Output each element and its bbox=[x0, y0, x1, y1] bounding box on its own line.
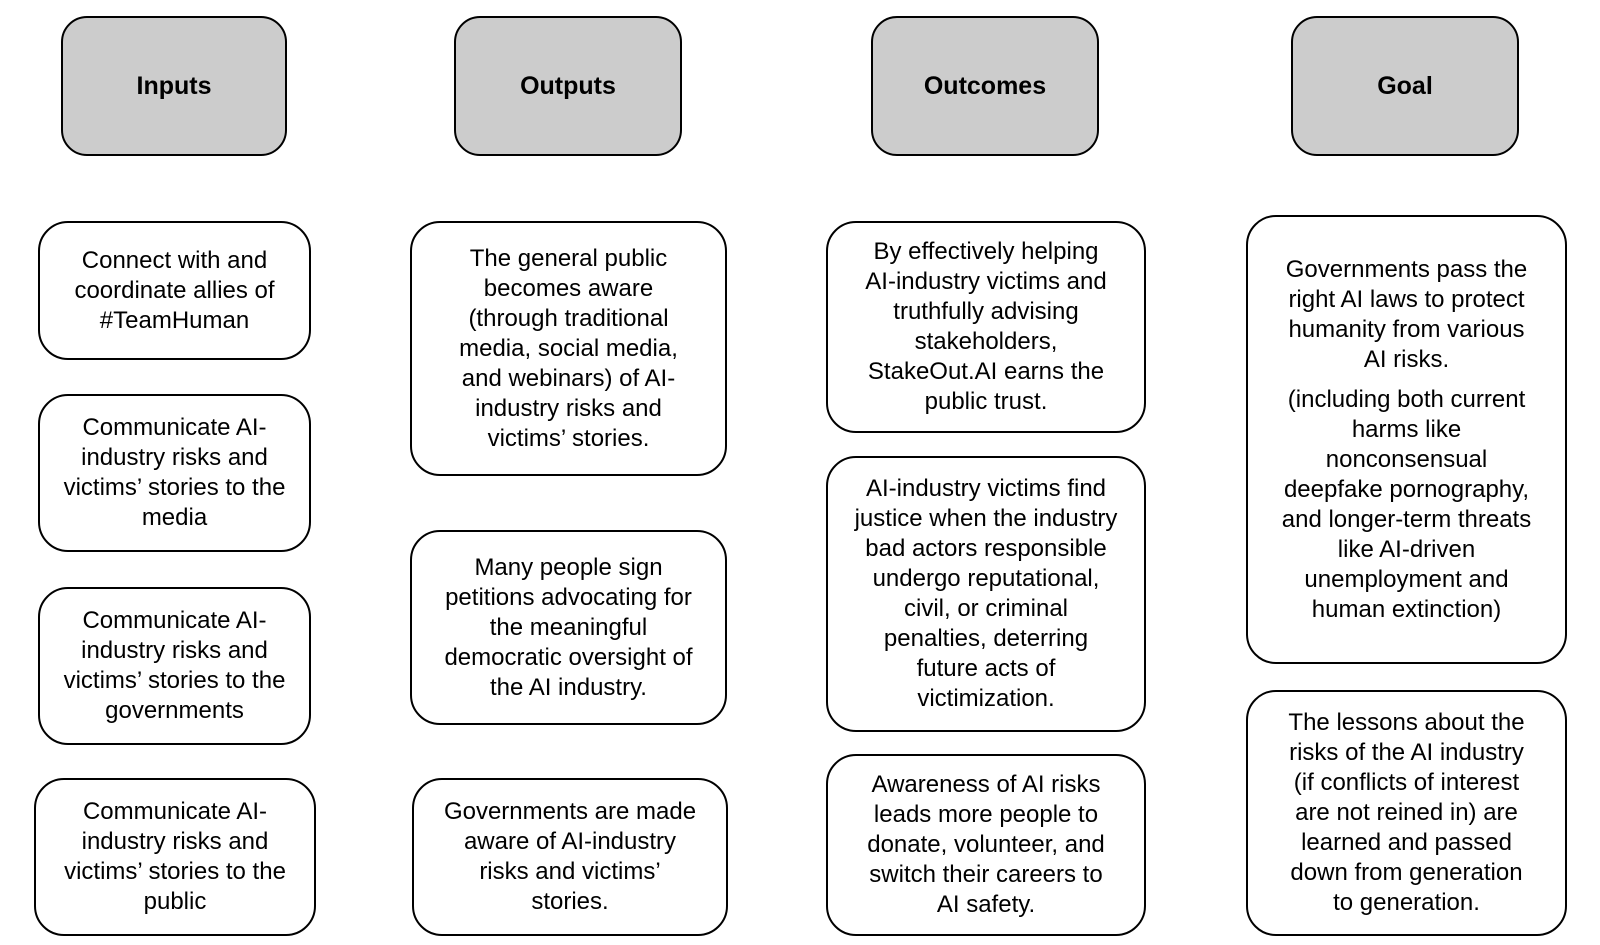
input-card-media: Communicate AI-industry risks and victim… bbox=[38, 394, 311, 552]
goal-card-lessons: The lessons about the risks of the AI in… bbox=[1246, 690, 1567, 936]
output-card-petitions-text: Many people sign petitions advocating fo… bbox=[444, 553, 693, 701]
output-card-petitions: Many people sign petitions advocating fo… bbox=[410, 530, 727, 725]
header-goal-label: Goal bbox=[1377, 71, 1433, 100]
header-goal: Goal bbox=[1291, 16, 1519, 156]
input-card-media-text: Communicate AI-industry risks and victim… bbox=[63, 414, 286, 531]
input-card-connect-text: Connect with and coordinate allies of #T… bbox=[74, 246, 275, 334]
outcome-card-trust: By effectively helping AI-industry victi… bbox=[826, 221, 1146, 433]
goal-card-laws: Governments pass the right AI laws to pr… bbox=[1246, 215, 1567, 664]
input-card-connect: Connect with and coordinate allies of #T… bbox=[38, 221, 311, 360]
header-outcomes-label: Outcomes bbox=[923, 71, 1047, 100]
outcome-card-awareness: Awareness of AI risks leads more people … bbox=[826, 754, 1146, 936]
header-inputs: Inputs bbox=[61, 16, 287, 156]
output-card-aware-text: The general public becomes aware (throug… bbox=[459, 244, 678, 452]
header-inputs-label: Inputs bbox=[136, 71, 212, 100]
goal-card-laws-detail: (including both current harms like nonco… bbox=[1281, 385, 1532, 623]
outcome-card-justice-text: AI-industry victims find justice when th… bbox=[854, 475, 1118, 712]
outcome-card-trust-text: By effectively helping AI-industry victi… bbox=[865, 238, 1107, 415]
output-card-governments-text: Governments are made aware of AI-industr… bbox=[443, 798, 697, 915]
input-card-public-text: Communicate AI-industry risks and victim… bbox=[64, 798, 286, 915]
header-outputs: Outputs bbox=[454, 16, 682, 156]
output-card-aware: The general public becomes aware (throug… bbox=[410, 221, 727, 476]
input-card-public: Communicate AI-industry risks and victim… bbox=[34, 778, 316, 936]
input-card-governments: Communicate AI-industry risks and victim… bbox=[38, 587, 311, 745]
header-outputs-label: Outputs bbox=[520, 71, 616, 100]
outcome-card-justice: AI-industry victims find justice when th… bbox=[826, 456, 1146, 732]
output-card-governments: Governments are made aware of AI-industr… bbox=[412, 778, 728, 936]
header-outcomes: Outcomes bbox=[871, 16, 1099, 156]
input-card-governments-text: Communicate AI-industry risks and victim… bbox=[63, 607, 286, 724]
goal-card-laws-text: Governments pass the right AI laws to pr… bbox=[1285, 255, 1528, 373]
outcome-card-awareness-text: Awareness of AI risks leads more people … bbox=[867, 771, 1105, 918]
goal-card-lessons-text: The lessons about the risks of the AI in… bbox=[1288, 709, 1525, 916]
